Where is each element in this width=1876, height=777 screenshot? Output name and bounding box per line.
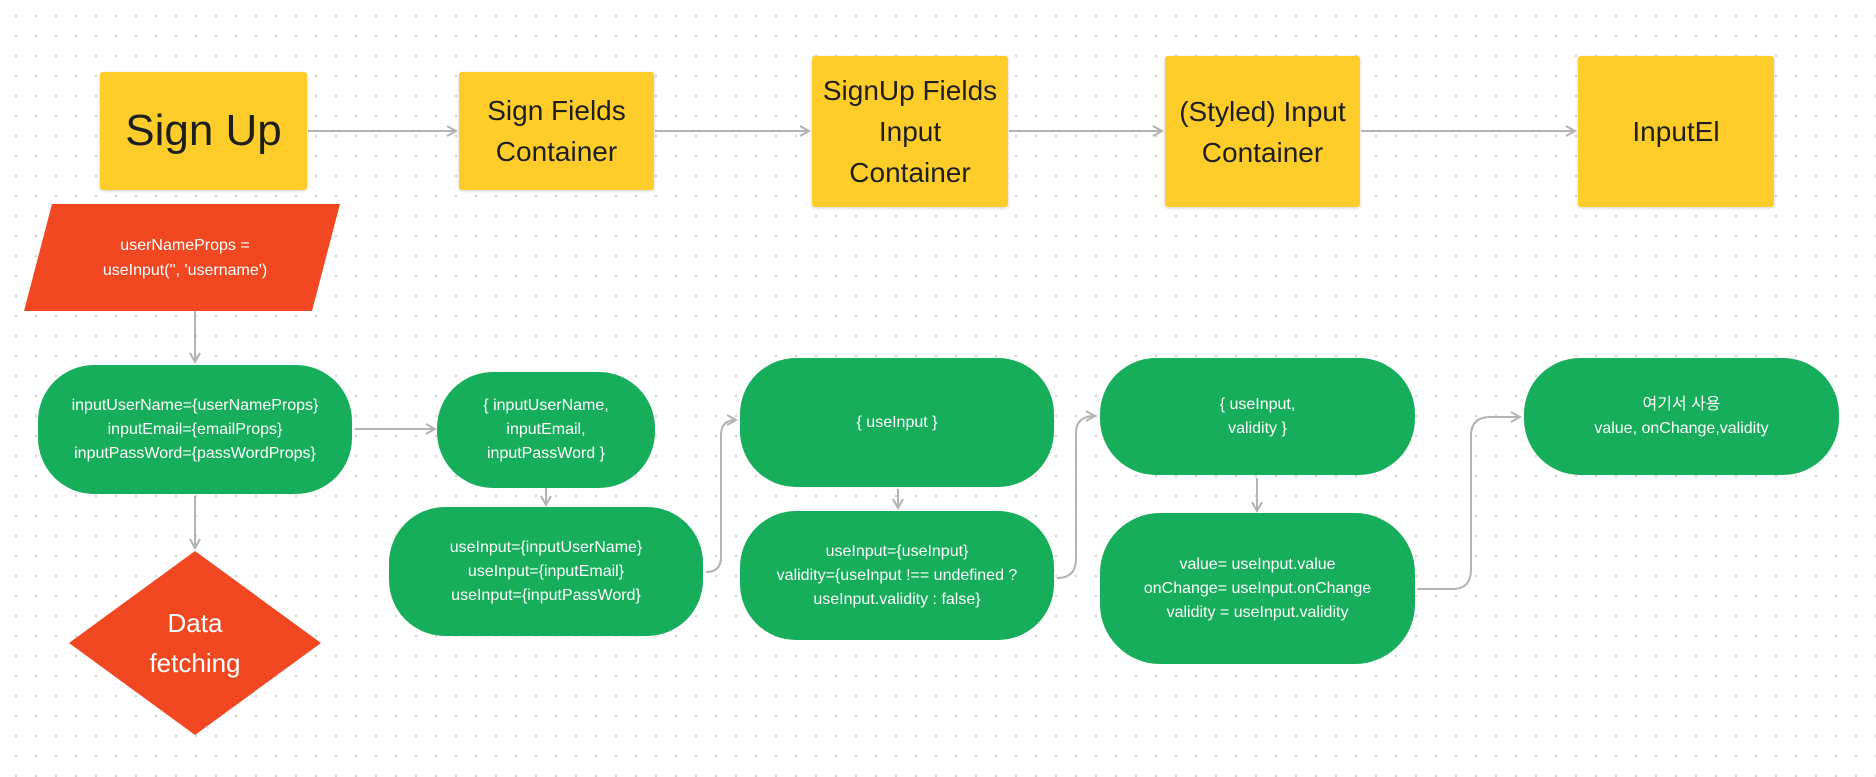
sticky-sign-fields-container: Sign Fields Container: [459, 72, 654, 190]
pill-destructure-use-input: { useInput }: [740, 358, 1054, 487]
pill-destructure-use-input-validity: { useInput, validity }: [1100, 358, 1415, 475]
pill-value-onchange-validity: value= useInput.value onChange= useInput…: [1100, 513, 1415, 664]
pill-final-use: 여기서 사용 value, onChange,validity: [1524, 358, 1839, 475]
pill-use-input-fields: useInput={inputUserName} useInput={input…: [389, 507, 703, 636]
sticky-input-el: InputEl: [1578, 56, 1774, 207]
sticky-styled-input-container: (Styled) Input Container: [1165, 56, 1360, 207]
sticky-signup-fields-input-container: SignUp Fields Input Container: [812, 56, 1008, 207]
user-name-props-text: userNameProps = useInput('', 'username'): [102, 237, 268, 279]
connector-use-input-fields-to-destructure-use-input: [705, 420, 736, 573]
pill-signup-props: inputUserName={userNameProps} inputEmail…: [38, 365, 352, 494]
connector-value-onchange-to-final-use: [1417, 417, 1520, 590]
data-fetching-text: Data fetching: [149, 608, 241, 678]
pill-destructure-fields: { inputUserName, inputEmail, inputPassWo…: [437, 372, 655, 488]
sticky-sign-up: Sign Up: [100, 72, 307, 190]
pill-use-input-validity: useInput={useInput} validity={useInput !…: [740, 511, 1054, 640]
connector-use-input-validity-to-destructure-validity: [1056, 416, 1095, 579]
